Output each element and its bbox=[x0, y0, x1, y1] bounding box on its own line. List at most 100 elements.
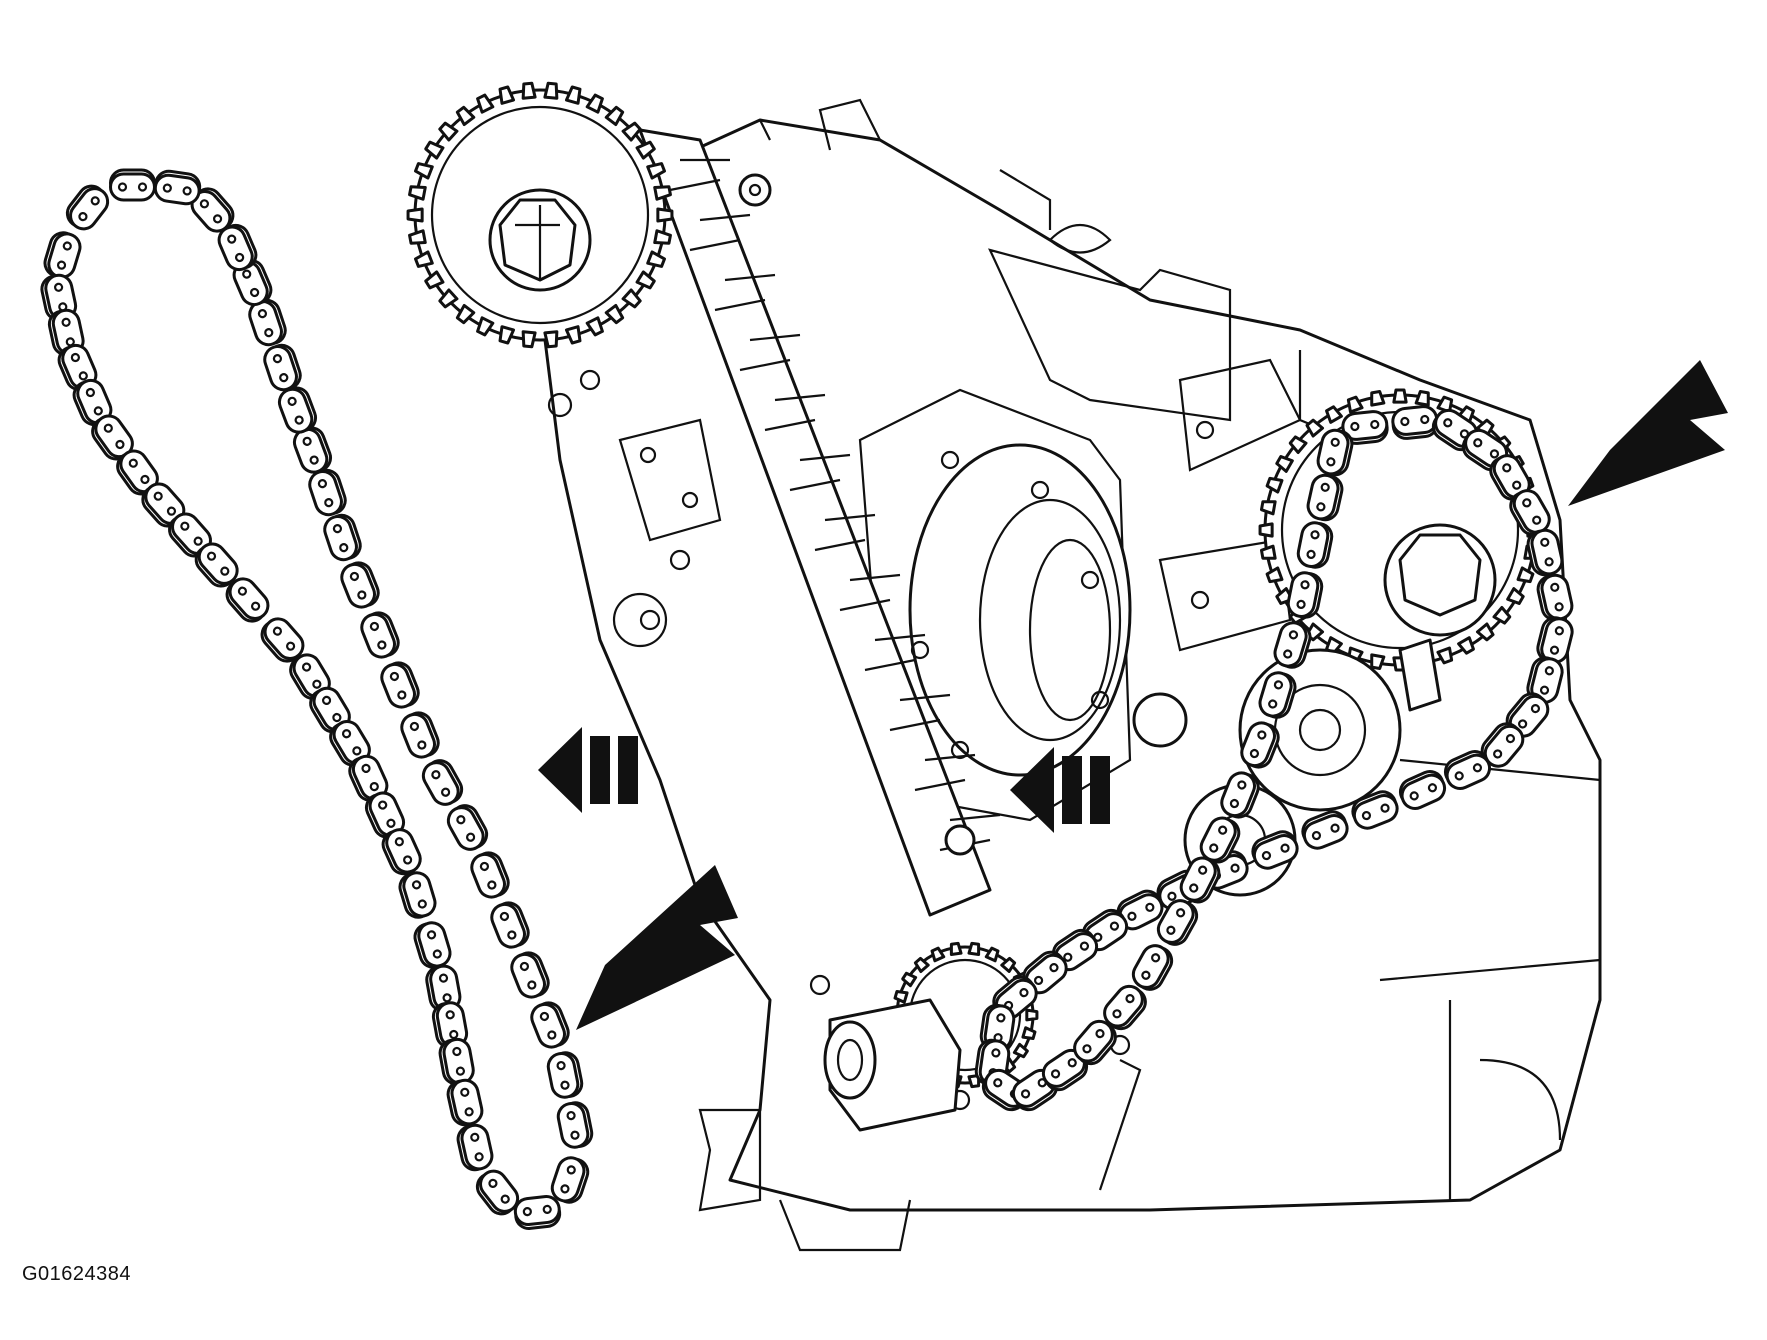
sprocket-tooth bbox=[1370, 389, 1386, 407]
engine-block bbox=[538, 98, 1602, 1252]
chain-link bbox=[292, 426, 333, 474]
chain-link bbox=[72, 378, 113, 427]
sprocket-tooth bbox=[1436, 646, 1454, 665]
sprocket-tooth bbox=[1346, 395, 1364, 414]
sprocket-tooth bbox=[984, 946, 1000, 963]
sprocket-tooth bbox=[455, 303, 476, 325]
sprocket-tooth bbox=[1414, 389, 1430, 407]
chain-link bbox=[546, 1051, 584, 1099]
chain-link bbox=[309, 686, 351, 734]
chain-link bbox=[446, 804, 489, 851]
sprocket-tooth bbox=[1392, 388, 1408, 404]
chain-link bbox=[413, 921, 452, 969]
sprocket-tooth bbox=[949, 941, 963, 957]
chain-link bbox=[1480, 722, 1525, 768]
sprocket-tooth bbox=[543, 81, 559, 100]
chain-link bbox=[153, 169, 202, 206]
sprocket-tooth bbox=[653, 185, 672, 201]
sprocket-tooth bbox=[1305, 418, 1325, 438]
chain-link bbox=[364, 791, 406, 839]
sprocket-tooth bbox=[1025, 1008, 1039, 1022]
chain-link bbox=[1258, 671, 1297, 719]
sprocket-tooth bbox=[564, 325, 582, 345]
chain-link bbox=[57, 343, 98, 392]
figure-id-label: G01624384 bbox=[22, 1263, 132, 1285]
sprocket-tooth bbox=[1325, 405, 1343, 424]
chain-link bbox=[398, 871, 437, 919]
chain-link bbox=[530, 1001, 570, 1049]
chain-link bbox=[323, 513, 362, 562]
sprocket-tooth bbox=[424, 270, 445, 290]
chain-link bbox=[380, 661, 420, 709]
chain-link bbox=[340, 561, 380, 609]
sprocket-tooth bbox=[604, 303, 625, 325]
chain-link bbox=[381, 828, 422, 876]
sprocket-tooth bbox=[476, 316, 495, 337]
chain-link bbox=[550, 1156, 590, 1204]
chain-link bbox=[1536, 616, 1574, 664]
sprocket-tooth bbox=[1288, 435, 1308, 455]
chain-link bbox=[470, 851, 510, 899]
sprocket-tooth bbox=[408, 185, 427, 201]
sprocket-tooth bbox=[476, 93, 495, 114]
chain-link bbox=[65, 184, 110, 231]
chain-link bbox=[1131, 944, 1174, 991]
chain-link bbox=[510, 951, 550, 999]
sprocket-tooth bbox=[1000, 956, 1017, 973]
chain-guide-rail bbox=[638, 128, 1001, 917]
chain-link bbox=[1199, 816, 1241, 864]
dashed-arrow-icon bbox=[1010, 747, 1110, 833]
chain-link bbox=[513, 1195, 562, 1230]
sprocket-tooth bbox=[913, 956, 930, 973]
sprocket-tooth bbox=[656, 207, 674, 223]
sprocket-tooth bbox=[543, 330, 559, 349]
sprocket-tooth bbox=[967, 941, 981, 957]
sprocket-tooth bbox=[646, 162, 666, 180]
chain-link bbox=[1103, 984, 1147, 1031]
sprocket-tooth bbox=[455, 105, 476, 127]
chain-link bbox=[979, 1003, 1016, 1052]
sprocket-tooth bbox=[635, 140, 656, 160]
chain-link bbox=[1051, 928, 1099, 972]
chain-link bbox=[1306, 473, 1344, 522]
sprocket-tooth bbox=[621, 121, 642, 142]
sprocket-tooth bbox=[406, 207, 424, 223]
chain-link bbox=[1220, 771, 1260, 819]
sprocket-tooth bbox=[498, 325, 516, 345]
chain-link bbox=[329, 720, 371, 767]
sprocket-tooth bbox=[1475, 622, 1495, 642]
sprocket-tooth bbox=[967, 1073, 981, 1089]
chain-link bbox=[232, 258, 273, 307]
sprocket-tooth bbox=[901, 971, 918, 988]
chain-link bbox=[1022, 950, 1068, 995]
chain-link bbox=[1156, 899, 1199, 946]
sprocket-tooth bbox=[408, 229, 427, 245]
chain-link bbox=[1536, 573, 1574, 622]
sprocket-tooth bbox=[414, 162, 434, 180]
upper-cam-sprocket-icon bbox=[406, 81, 674, 349]
sprocket-tooth bbox=[414, 250, 434, 268]
sprocket-tooth bbox=[1259, 500, 1277, 516]
solid-arrow-icon bbox=[576, 865, 738, 1030]
chain-link bbox=[190, 187, 235, 233]
chain-link bbox=[1489, 454, 1531, 501]
chain-link bbox=[475, 1169, 520, 1216]
chain-link bbox=[1351, 790, 1399, 830]
sprocket-tooth bbox=[424, 140, 445, 160]
chain-link bbox=[1316, 428, 1354, 477]
chain-link bbox=[446, 1078, 484, 1127]
sprocket-tooth bbox=[646, 250, 666, 268]
sprocket-tooth bbox=[1258, 522, 1274, 538]
sprocket-tooth bbox=[635, 270, 656, 290]
sprocket-tooth bbox=[893, 989, 909, 1004]
sprocket-tooth bbox=[1275, 455, 1294, 473]
chain-link bbox=[421, 759, 464, 806]
removed-timing-chain-icon bbox=[40, 168, 594, 1230]
chain-link bbox=[1273, 621, 1312, 669]
dashed-arrow-icon bbox=[538, 727, 638, 813]
chain-link bbox=[116, 449, 159, 496]
chain-link bbox=[194, 542, 239, 588]
sprocket-tooth bbox=[585, 93, 604, 114]
sprocket-tooth bbox=[1265, 476, 1284, 494]
